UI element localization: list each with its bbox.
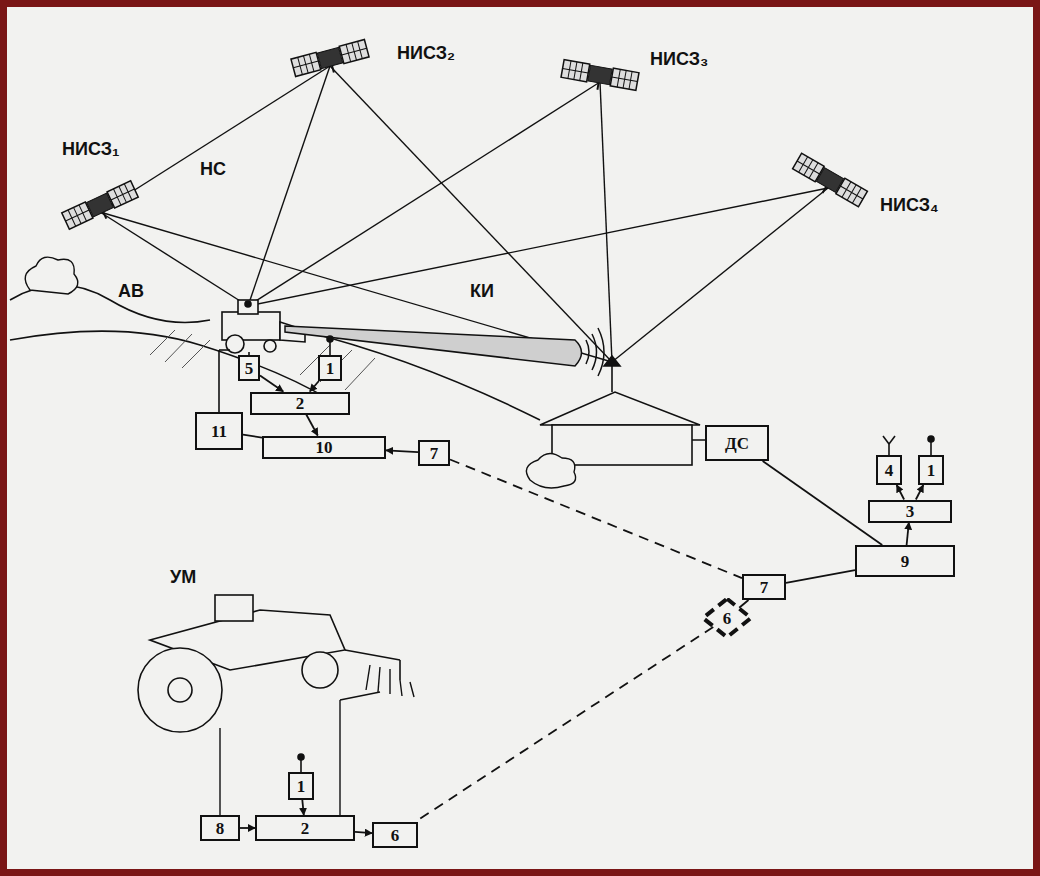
part-label: УМ: [168, 568, 198, 588]
signal-line: [763, 461, 883, 545]
callout-number: 9: [901, 553, 910, 570]
callout-number: 8: [216, 820, 225, 837]
callout-number: 1: [326, 360, 335, 377]
unit-box: 2: [250, 392, 350, 415]
unit-box: 5: [238, 355, 260, 381]
signal-line: [355, 832, 372, 833]
part-label: НС: [198, 160, 228, 180]
part-label: НИСЗ₁: [60, 140, 121, 160]
callout-number: 6: [723, 610, 732, 627]
unit-box: 9: [855, 545, 955, 577]
signal-line: [907, 523, 909, 546]
unit-box: 6: [372, 822, 418, 848]
part-label: НИСЗ₂: [395, 44, 457, 64]
callout-number: 1: [927, 462, 936, 479]
signal-line: [310, 381, 319, 392]
callout-number: 1: [297, 778, 306, 795]
signal-line: [386, 450, 418, 452]
signal-line: [739, 600, 748, 608]
part-label: КИ: [468, 282, 496, 302]
unit-box: 7: [418, 440, 450, 466]
callout-number: 4: [885, 462, 894, 479]
signal-line: [306, 415, 317, 436]
part-label: НИСЗ₄: [878, 196, 941, 216]
callout-number: 2: [296, 395, 305, 412]
unit-box: 1: [288, 772, 314, 800]
part-label: НИСЗ₃: [648, 50, 710, 70]
signal-line: [897, 485, 904, 500]
callout-number: 7: [430, 445, 439, 462]
signal-line: [260, 376, 283, 392]
signal-line: [302, 800, 303, 815]
radio-link: [415, 627, 713, 822]
signal-line: [243, 435, 262, 438]
unit-box: 4: [876, 455, 902, 485]
unit-box: 3: [868, 500, 952, 523]
callout-number: ДС: [725, 435, 749, 452]
unit-box: 11: [195, 412, 243, 450]
signal-line: [240, 827, 255, 829]
callout-number: 6: [391, 827, 400, 844]
part-label: АВ: [116, 282, 146, 302]
unit-box: 8: [200, 815, 240, 841]
unit-box: 7: [742, 574, 786, 600]
radio-link: [450, 459, 742, 578]
callout-number: 5: [245, 360, 254, 377]
callout-number: 7: [760, 579, 769, 596]
callout-number: 2: [301, 820, 310, 837]
decision-diamond: 6: [702, 598, 752, 638]
signal-line: [916, 485, 923, 500]
unit-box: 10: [262, 436, 386, 459]
unit-box: 2: [255, 815, 355, 841]
callout-number: 11: [211, 423, 227, 440]
unit-box: 1: [318, 355, 342, 381]
callout-number: 3: [906, 503, 915, 520]
unit-box: 1: [918, 455, 944, 485]
callout-number: 10: [316, 439, 333, 456]
unit-box: ДС: [705, 425, 769, 461]
signal-line: [786, 570, 855, 583]
